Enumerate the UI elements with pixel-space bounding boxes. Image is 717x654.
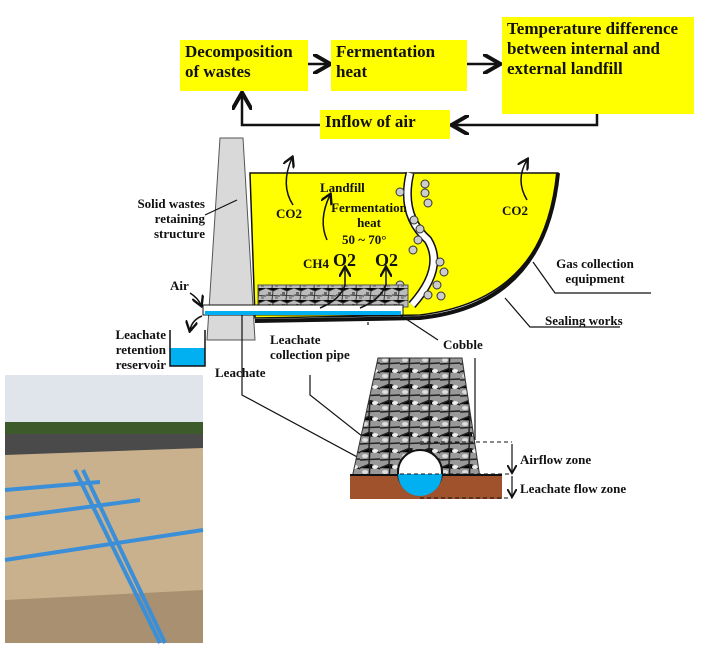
label-solid-wastes: Solid wastes retaining structure bbox=[137, 196, 205, 241]
box-inflow-of-air: Inflow of air bbox=[320, 110, 450, 139]
label-gas-collection: Gas collection equipment bbox=[556, 256, 634, 286]
label-air: Air bbox=[170, 278, 189, 293]
label-leachate-reservoir: Leachate retention reservoir bbox=[115, 327, 166, 372]
label-o2-right: O2 bbox=[375, 250, 399, 270]
box-fermentation: Fermentation heat bbox=[331, 40, 467, 91]
label-landfill: Landfill bbox=[320, 180, 365, 195]
box-decomposition: Decomposition of wastes bbox=[180, 40, 308, 91]
label-cobble: Cobble bbox=[443, 337, 483, 352]
label-leachate-pipe: Leachate collection pipe bbox=[270, 332, 350, 362]
leachate-reservoir bbox=[169, 330, 206, 367]
label-co2-left: CO2 bbox=[276, 206, 302, 221]
label-co2-right: CO2 bbox=[502, 203, 528, 218]
label-airflow-zone: Airflow zone bbox=[520, 452, 592, 467]
label-sealing-works: Sealing works bbox=[545, 313, 623, 328]
cobble-layer bbox=[257, 284, 409, 308]
box-temperature-difference: Temperature difference between internal … bbox=[502, 17, 694, 114]
sealing-liner bbox=[254, 172, 560, 323]
landfill-photo bbox=[4, 375, 204, 644]
label-ch4: CH4 bbox=[303, 256, 329, 271]
label-temp-range: 50 ~ 70° bbox=[342, 232, 387, 247]
label-o2-left: O2 bbox=[333, 250, 357, 270]
label-fermentation-heat: Fermentation heat bbox=[331, 200, 407, 230]
gas-well-pebbles bbox=[395, 179, 449, 301]
label-leachate: Leachate bbox=[215, 365, 266, 380]
flow-arrows bbox=[242, 64, 599, 125]
label-leachate-flow-zone: Leachate flow zone bbox=[520, 481, 627, 496]
retaining-wall bbox=[206, 137, 256, 341]
